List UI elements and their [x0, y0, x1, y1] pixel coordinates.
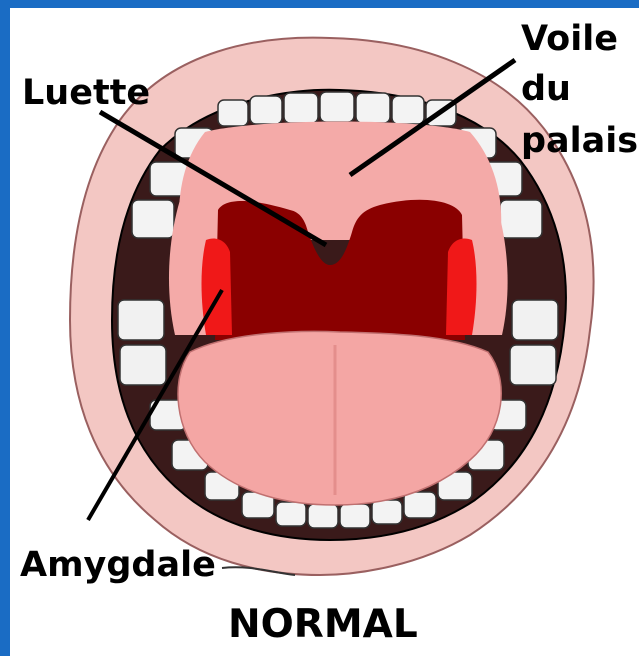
right-tonsil	[446, 239, 477, 336]
diagram-caption: NORMAL	[228, 605, 418, 644]
tonsil-label: Amygdale	[20, 548, 216, 583]
soft-palate-label-line2: du	[521, 72, 571, 107]
soft-palate-label-line1: Voile	[521, 22, 618, 57]
uvula-label: Luette	[22, 76, 150, 111]
soft-palate-label-line3: palais	[521, 124, 638, 159]
